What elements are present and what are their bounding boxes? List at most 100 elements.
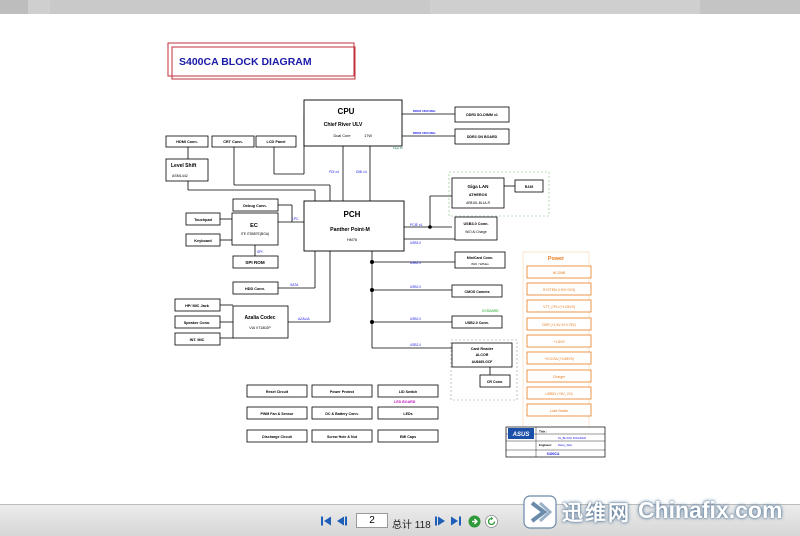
misc-block-3 [246, 406, 308, 420]
usb20-link: USB2.0 [410, 317, 421, 321]
bus-azalia: AZALIA [298, 317, 310, 321]
watermark: 迅维网 Chinafix.com [522, 492, 800, 532]
first-page-button[interactable] [319, 514, 333, 528]
int-mic-block: INT. MIC [174, 332, 221, 346]
bus-dmi: DMI x4 [356, 170, 367, 174]
pch-block: PCH Panther Point-M HM76 [303, 200, 405, 252]
refresh-button[interactable] [484, 514, 498, 528]
usb30-link: USB3.0 [410, 241, 421, 245]
top-strip-right [700, 0, 800, 14]
misc-block-1 [311, 384, 373, 398]
usb20-title: USB2.0 Conn. [465, 321, 489, 325]
level-shift-title: Level Shift [171, 163, 197, 169]
total-pages-label: 总计 118 [392, 520, 431, 531]
codec-part: VIA VT1802P [249, 326, 271, 330]
cardreader-part: AU6465-GCF [472, 360, 493, 364]
lan-block: Giga LAN ATHEROS AR8161-BL1A-R [451, 177, 505, 209]
ddr3-link-2: DDR3 1600 MHz [413, 131, 436, 135]
power-item-label-1: SYSTEM (+5V/+3V3) [543, 288, 575, 292]
spi-rom-label: SPI ROM [245, 260, 265, 265]
watermark-brand-en: Chinafix.com [638, 497, 783, 523]
top-strip-left [0, 0, 28, 14]
asus-logo [508, 428, 534, 439]
minicard-sub: WiFi / WiMax [471, 262, 489, 266]
level-shift-part: ASM1442 [172, 174, 188, 178]
cardreader-group-outline [450, 339, 518, 401]
bus-sata: SATA [290, 283, 299, 287]
int-mic-label: INT. MIC [190, 338, 205, 342]
power-column: Power NCOMB SYSTEM (+5V/+3V3) VTT_CPU (+… [522, 251, 592, 433]
power-item-3 [526, 317, 592, 331]
power-item-0 [526, 265, 592, 279]
bus-spi: SPI [257, 250, 263, 254]
title-block: ASUS Title : 01_BLOCK DIAGRAM Engineer: … [505, 426, 606, 458]
led-board-note: LED BOARD [394, 400, 416, 404]
last-page-button[interactable] [449, 514, 463, 528]
usb30-sub: W/O AI Charge [465, 230, 487, 234]
cpu-subtitle: Chief River ULV [324, 122, 363, 128]
bus-fdi: FDI x4 [329, 170, 339, 174]
misc-block-7 [311, 429, 373, 443]
keyboard-block: Keyboard [185, 233, 221, 247]
misc-label-7: Screw Hole & Nut [327, 435, 358, 439]
lan-part: AR8161-BL1A-R [466, 201, 490, 205]
go-button[interactable] [467, 514, 481, 528]
crt-label: CRT Conn. [223, 140, 243, 144]
hdd-block: HDD Conn. [232, 281, 279, 295]
misc-block-5 [377, 406, 439, 420]
power-item-7 [526, 386, 592, 400]
cpu-name: CPU [338, 107, 355, 116]
pch-model: HM76 [347, 238, 357, 242]
crt-block: CRT Conn. [211, 135, 255, 148]
cardreader-link: USB2.0 [410, 343, 421, 347]
pch-name: PCH [344, 210, 361, 219]
misc-label-5: LEDs [403, 412, 412, 416]
cardreader-vendor: ALCOR [476, 353, 489, 357]
power-item-2 [526, 299, 592, 313]
keyboard-label: Keyboard [194, 239, 212, 243]
usb30-block: USB3.0 Conn. W/O AI Charge [454, 216, 498, 241]
cmos-title: CMOS Camera [465, 290, 491, 294]
title-value: 01_BLOCK DIAGRAM [558, 436, 587, 440]
ec-title: EC [250, 223, 258, 229]
go-icon [468, 515, 480, 527]
page-number-input[interactable] [356, 513, 388, 528]
misc-block-0 [246, 384, 308, 398]
misc-label-2: LID Switch [399, 390, 417, 394]
power-item-label-5: +VCCSA (+0.85VS) [544, 357, 574, 361]
cmos-block: CMOS Camera [451, 284, 503, 298]
hdmi-label: HDMI Conn. [176, 140, 198, 144]
lan-group-outline [448, 171, 550, 217]
cpu-tdp: 17W [364, 134, 372, 138]
next-page-button[interactable] [433, 514, 447, 528]
codec-block: Azalia Codec VIA VT1802P [232, 305, 289, 339]
cr-conn-block: CR Conn. [479, 374, 511, 388]
power-item-label-6: Charger [553, 375, 566, 379]
io-board-note: IO BOARD [482, 309, 499, 313]
asus-logo-text: ASUS [512, 432, 530, 438]
ec-part: ITE IT8587E(BGA) [241, 232, 269, 236]
prev-page-button[interactable] [335, 514, 349, 528]
touchpad-block: Touchpad [185, 212, 221, 226]
minicard-title: MiniCard Conn. [467, 256, 494, 260]
lcd-block: LCD Panel [255, 135, 297, 148]
viewer-navigation-bar: 总计 118 [0, 504, 800, 536]
level-shift-block: Level Shift ASM1442 [165, 158, 209, 182]
misc-label-6: Discharge Circuit [262, 435, 293, 439]
misc-label-4: DC & Battery Conn. [325, 412, 358, 416]
refresh-icon [484, 514, 498, 528]
debug-block: Debug Conn. [232, 198, 279, 212]
ec-block: EC ITE IT8587E(BGA) [231, 212, 279, 246]
diagram-title-frame: S400CA BLOCK DIAGRAM [167, 42, 356, 80]
ddr3-link-1: DDR3 1600 MHz [413, 109, 436, 113]
engineer-value: Daisy_Wan [558, 443, 573, 447]
power-item-6 [526, 369, 592, 383]
last-page-icon [451, 516, 461, 526]
touchpad-label: Touchpad [194, 218, 213, 222]
codec-title: Azalia Codec [244, 315, 275, 321]
hdmi-block: HDMI Conn. [165, 135, 209, 148]
minicard-block: MiniCard Conn. WiFi / WiMax [454, 251, 506, 269]
junction-dots [370, 225, 432, 324]
speaker-block: Speaker Conn. [174, 315, 221, 329]
memory-onboard-block: DDR3 ON BOARD [454, 128, 510, 145]
